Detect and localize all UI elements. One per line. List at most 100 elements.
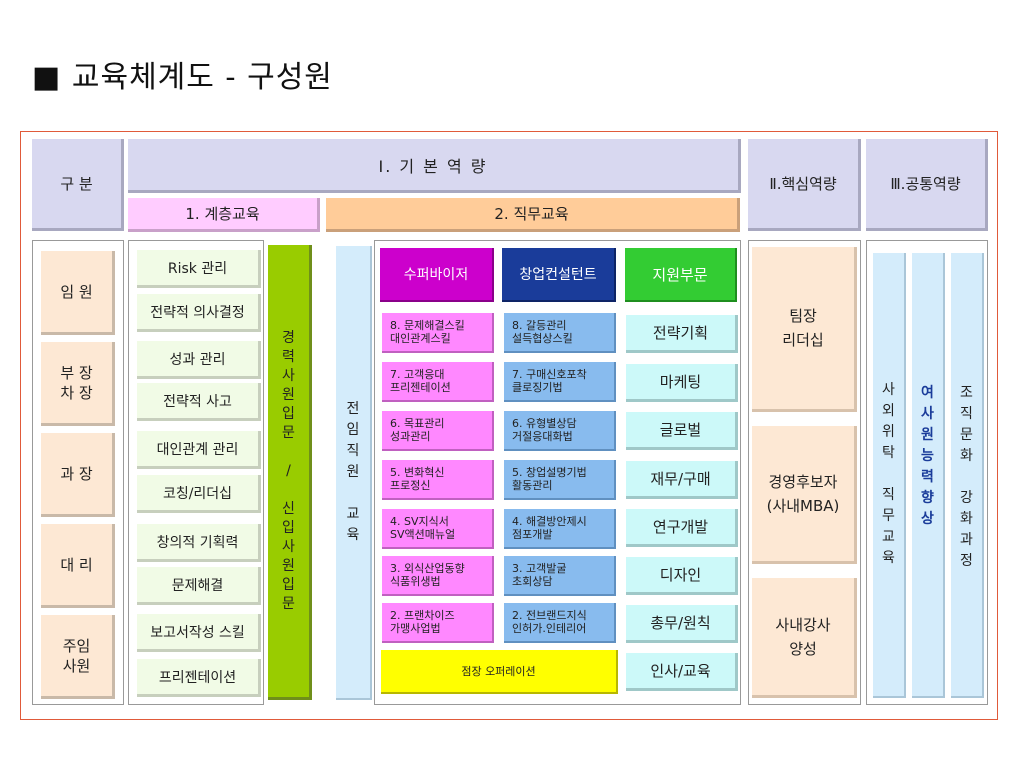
support-division-header: 지원부문 — [625, 248, 737, 302]
course-label: 팀장 리더십 — [782, 307, 824, 349]
supervisor-header: 수퍼바이저 — [380, 248, 494, 302]
culture-char: 화 — [960, 511, 973, 527]
supervisor-course-4: 4. SV지식서 SV액션매뉴얼 — [382, 509, 494, 549]
supervisor-course-2: 2. 프랜차이즈 가맹사업법 — [382, 603, 494, 643]
hierarchy-education-label: 1. 계층교육 — [185, 205, 260, 223]
course-label: 보고서작성 스킬 — [150, 624, 245, 641]
hierarchy-education-header: 1. 계층교육 — [128, 198, 320, 232]
course-label: 문제해결 — [171, 577, 224, 594]
support-course-design: 디자인 — [626, 557, 738, 595]
course-label: 4. SV지식서 SV액션매뉴얼 — [390, 515, 456, 541]
supervisor-course-6: 6. 목표관리 성과관리 — [382, 411, 494, 451]
basic-competency-label: Ⅰ. 기 본 역 량 — [378, 156, 488, 176]
career-char: / — [286, 462, 291, 479]
outsourcing-char: 사 — [882, 382, 895, 398]
support-course-general-affairs: 총무/원칙 — [626, 605, 738, 643]
career-char: 신 — [282, 500, 295, 517]
women-char: 원 — [921, 427, 934, 443]
all-staff-char: 육 — [346, 526, 360, 543]
course-label: 성과 관리 — [169, 351, 226, 368]
outsourcing-char: 교 — [882, 529, 895, 545]
course-label: 인사/교육 — [650, 662, 711, 680]
support-course-strategy: 전략기획 — [626, 315, 738, 353]
course-label: 8. 갈등관리 설득협상스킬 — [512, 319, 573, 345]
course-label: 2. 프랜차이즈 가맹사업법 — [390, 609, 455, 635]
course-label: 총무/원칙 — [650, 614, 711, 632]
startup-course-6: 6. 유형별상담 거절응대화법 — [504, 411, 616, 451]
course-label: 글로벌 — [659, 421, 702, 439]
career-char: 문 — [282, 595, 295, 612]
all-staff-education-bar: 전 임 직 원 교 육 — [336, 246, 372, 700]
course-label: 대인관계 관리 — [156, 441, 239, 458]
startup-course-7: 7. 구매신호포착 클로징기법 — [504, 362, 616, 402]
culture-char: 과 — [960, 532, 973, 548]
culture-char: 강 — [960, 490, 973, 506]
all-staff-char: 원 — [346, 463, 360, 480]
women-char: 여 — [921, 385, 934, 401]
outsourcing-char: 육 — [882, 550, 895, 566]
startup-consultant-header-label: 창업컨설턴트 — [519, 267, 597, 283]
all-staff-char: 교 — [346, 505, 360, 522]
course-label: 8. 문제해결스킬 대인관계스킬 — [390, 319, 465, 345]
rank-manager: 과 장 — [41, 433, 115, 517]
course-label: 창의적 기획력 — [156, 534, 239, 551]
support-division-header-label: 지원부문 — [652, 265, 708, 284]
career-char: 원 — [282, 557, 295, 574]
rank-staff: 주임 사원 — [41, 615, 115, 699]
core-competency-label: Ⅱ.핵심역량 — [769, 175, 837, 193]
rank-executive-label: 임 원 — [60, 282, 93, 301]
course-label: 사내강사 양성 — [775, 615, 831, 658]
course-label: 7. 고객응대 프리젠테이션 — [390, 368, 451, 394]
course-report-writing: 보고서작성 스킬 — [137, 614, 261, 652]
course-label: 5. 창업설명기법 활동관리 — [512, 466, 587, 492]
rank-general-manager: 부 장 차 장 — [41, 342, 115, 426]
support-course-global: 글로벌 — [626, 412, 738, 450]
course-label: 마케팅 — [659, 373, 702, 391]
course-label: 재무/구매 — [650, 470, 711, 488]
rank-manager-label: 과 장 — [60, 464, 93, 483]
course-coaching-leadership: 코칭/리더십 — [137, 475, 261, 513]
supervisor-course-5: 5. 변화혁신 프로정신 — [382, 460, 494, 500]
course-label: 2. 전브랜드지식 인허가.인테리어 — [512, 609, 587, 635]
job-education-header: 2. 직무교육 — [326, 198, 740, 232]
women-capability-bar: 여 사 원 능 력 향 상 — [912, 253, 945, 698]
rank-assistant-manager: 대 리 — [41, 524, 115, 608]
rank-staff-label: 주임 사원 — [62, 636, 91, 675]
common-competency-header: Ⅲ.공통역량 — [866, 139, 988, 231]
all-staff-char: 전 — [346, 400, 360, 417]
support-course-marketing: 마케팅 — [626, 364, 738, 402]
course-creative-planning: 창의적 기획력 — [137, 524, 261, 562]
culture-char: 조 — [960, 385, 973, 401]
startup-course-3: 3. 고객발굴 초회상담 — [504, 556, 616, 596]
culture-char: 문 — [960, 427, 973, 443]
supervisor-course-8: 8. 문제해결스킬 대인관계스킬 — [382, 313, 494, 353]
startup-course-2: 2. 전브랜드지식 인허가.인테리어 — [504, 603, 616, 643]
course-interpersonal: 대인관계 관리 — [137, 431, 261, 469]
course-risk-management: Risk 관리 — [137, 250, 261, 288]
women-char: 상 — [921, 511, 934, 527]
career-newhire-bar: 경 력 사 원 입 문 / 신 입 사 원 입 문 — [268, 245, 312, 700]
all-staff-char: 직 — [346, 442, 360, 459]
outsourcing-char: 무 — [882, 508, 895, 524]
course-label: 프리젠테이션 — [158, 669, 237, 686]
supervisor-header-label: 수퍼바이저 — [403, 267, 469, 283]
rank-executive: 임 원 — [41, 251, 115, 335]
course-label: 4. 해결방안제시 점포개발 — [512, 515, 587, 541]
course-label: 전략적 의사결정 — [150, 304, 245, 321]
women-char: 력 — [921, 469, 934, 485]
career-char: 사 — [282, 538, 295, 555]
diagram-frame — [20, 131, 998, 720]
outsourcing-char: 탁 — [882, 445, 895, 461]
basic-competency-header: Ⅰ. 기 본 역 량 — [128, 139, 741, 193]
supervisor-course-7: 7. 고객응대 프리젠테이션 — [382, 362, 494, 402]
course-problem-solving: 문제해결 — [137, 567, 261, 605]
course-label: 연구개발 — [652, 518, 709, 536]
rank-assistant-manager-label: 대 리 — [60, 555, 93, 574]
course-presentation: 프리젠테이션 — [137, 659, 261, 697]
course-label: 전략적 사고 — [163, 393, 232, 410]
course-label: 경영후보자 (사내MBA) — [766, 472, 840, 515]
culture-char: 직 — [960, 406, 973, 422]
course-performance-management: 성과 관리 — [137, 341, 261, 379]
store-operation-bar: 점장 오퍼레이션 — [381, 650, 618, 694]
startup-course-4: 4. 해결방안제시 점포개발 — [504, 509, 616, 549]
